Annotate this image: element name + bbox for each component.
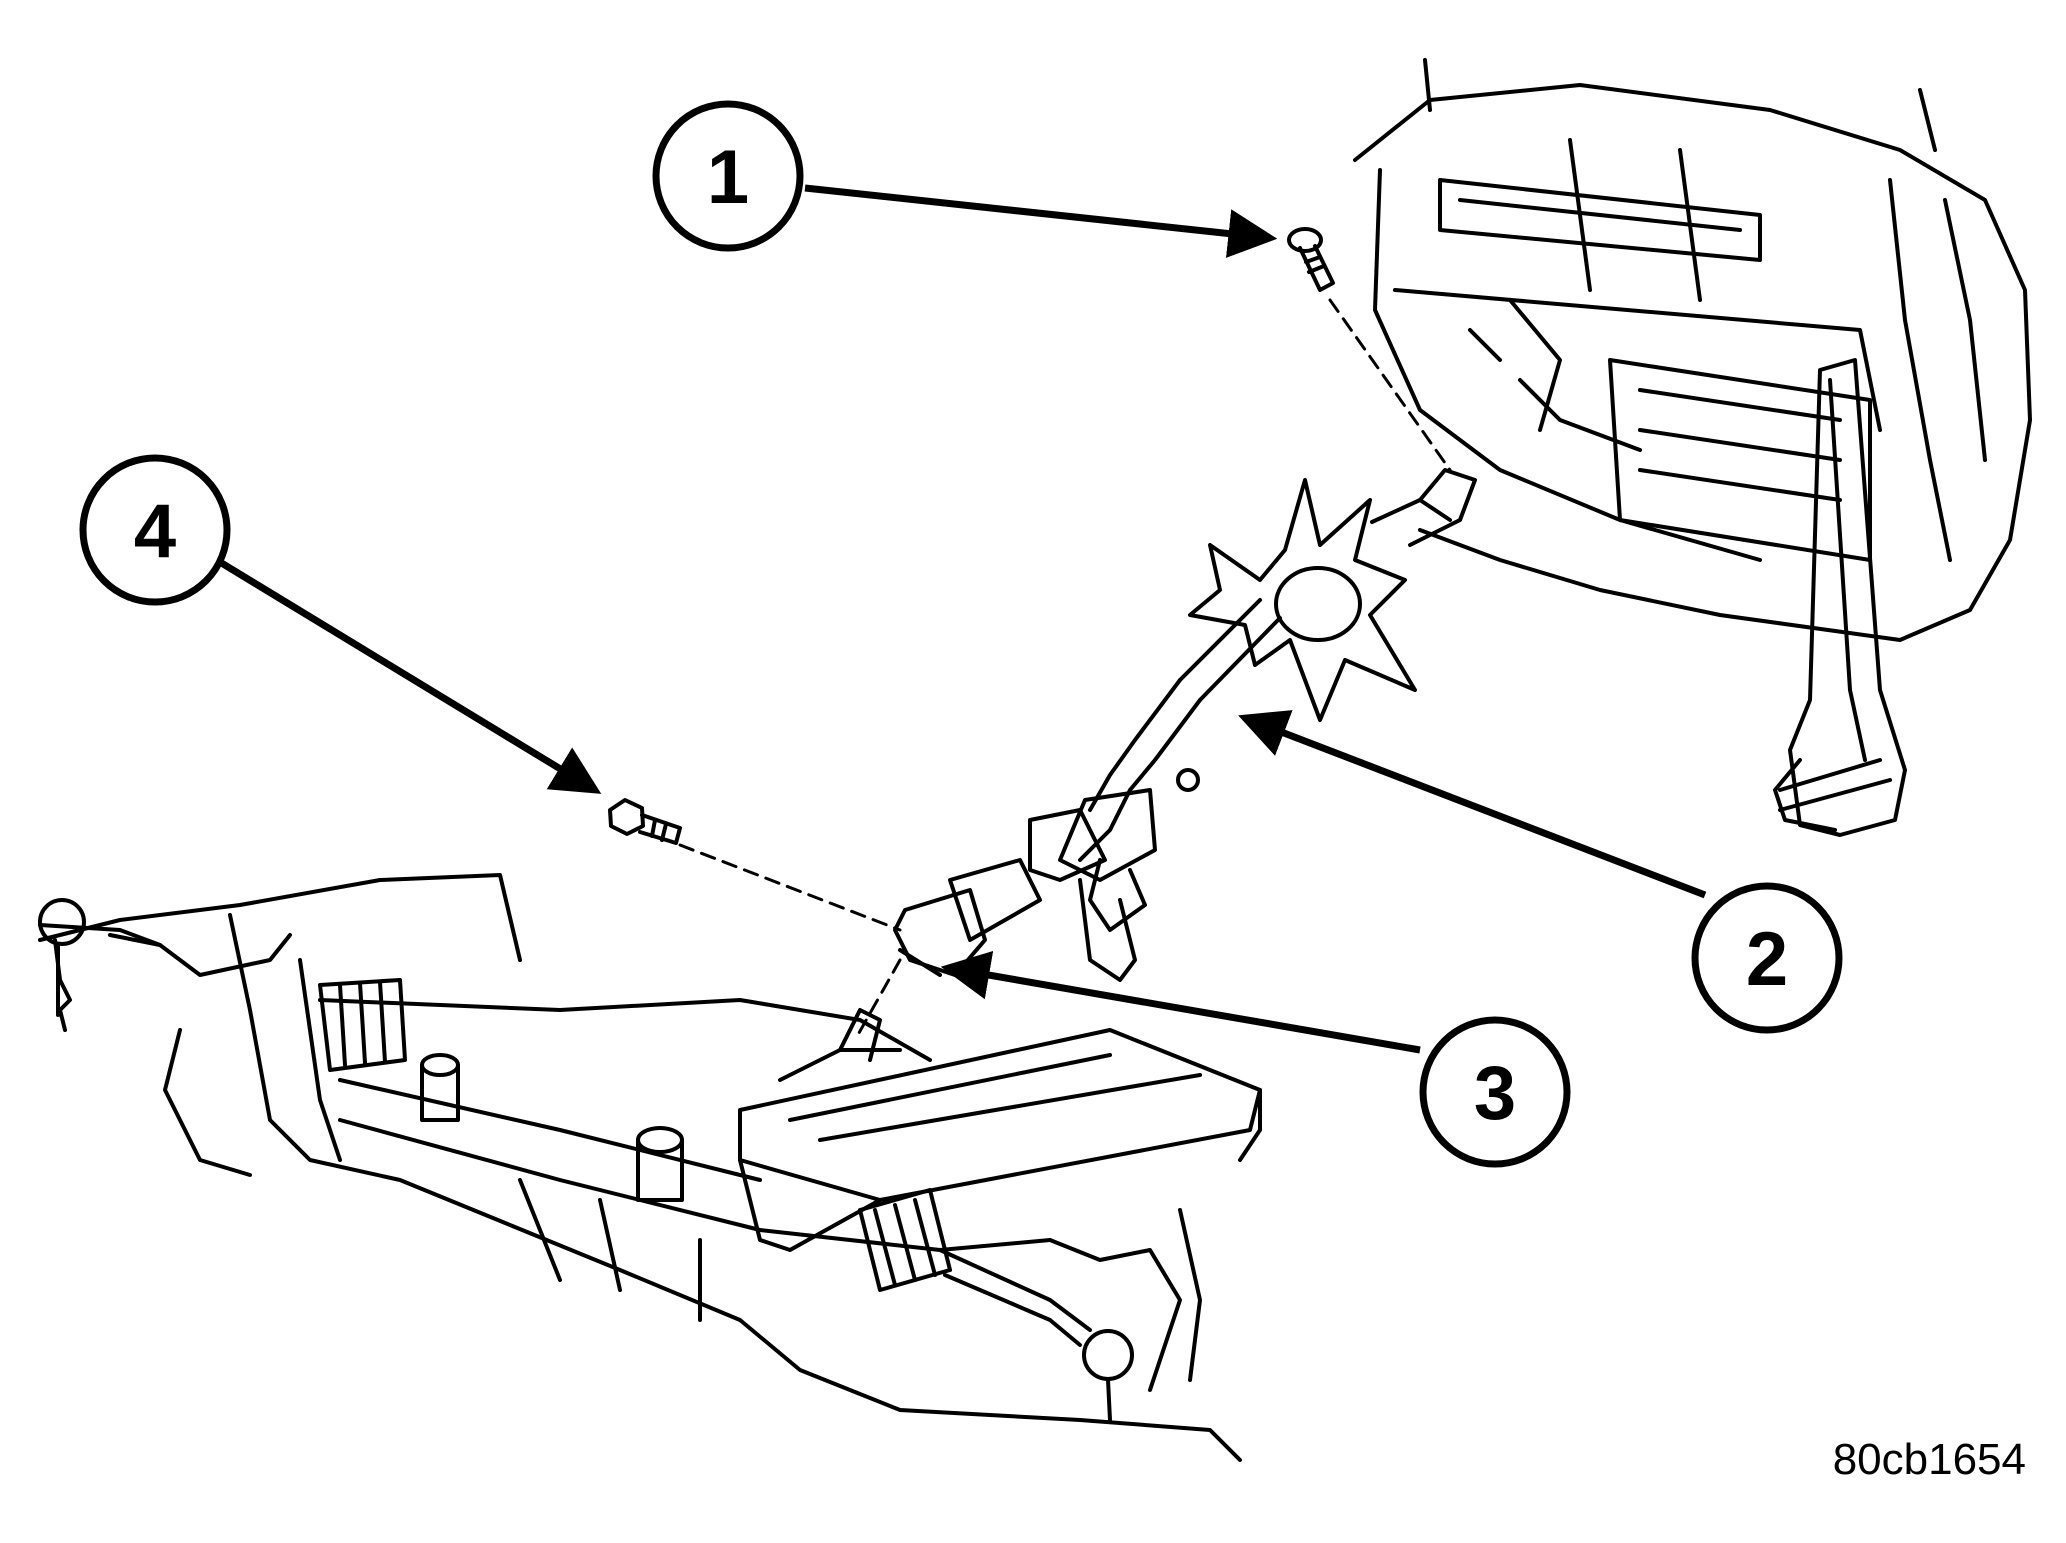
front-end-structure [1353, 58, 2032, 837]
steering-column-shaft [893, 468, 1477, 982]
callout-2-label: 2 [1746, 917, 1788, 1002]
leader-arrow-3 [940, 950, 1421, 1054]
leader-arrow-2 [1238, 710, 1707, 899]
figure-id: 80cb1654 [1832, 1435, 2026, 1484]
callout-3-label: 3 [1474, 1051, 1516, 1136]
callout-3: 3 [1419, 1016, 1571, 1168]
alignment-centerlines [678, 298, 1452, 1042]
leader-arrows [208, 184, 1707, 1054]
callout-2: 2 [1691, 882, 1843, 1034]
leader-arrow-4 [208, 553, 602, 794]
callout-4-label: 4 [134, 489, 176, 574]
crossmember-rack [38, 873, 1262, 1462]
callout-1-label: 1 [707, 135, 749, 220]
callout-1: 1 [652, 100, 804, 252]
bolt-lower [608, 798, 682, 845]
leader-arrow-1 [804, 184, 1278, 258]
callout-4: 4 [79, 454, 231, 606]
bolt-upper [1287, 227, 1335, 292]
